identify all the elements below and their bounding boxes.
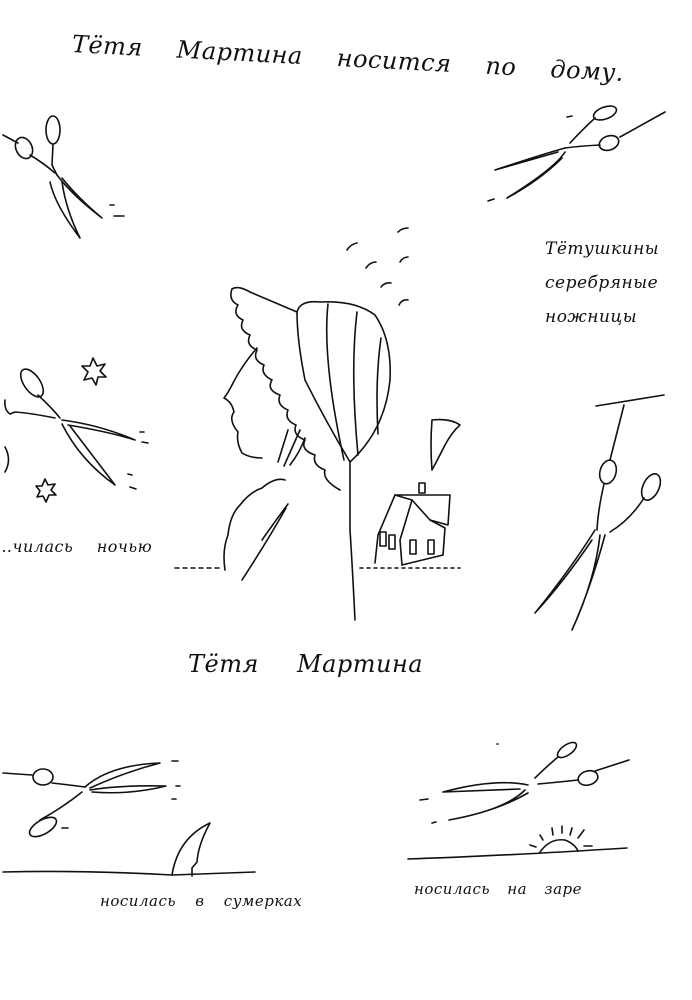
house-smoke-icon [359,418,461,569]
scissors-top-right-icon [487,105,666,202]
scissors-night-icon [4,357,149,503]
caption-silver-scissors: Тётушкины серебряные ножницы [545,232,685,334]
caption-dawn: носилась на заре [414,880,582,898]
caption-night: …чилась ночью [0,537,153,556]
page-title-middle: Тётя Мартина [188,650,424,678]
scissors-dawn-icon [407,741,630,860]
caption-dusk: носилась в сумерках [100,892,303,910]
caption-line-3: ножницы [545,307,638,327]
scissors-top-left-icon [2,115,125,239]
caption-line-2: серебряные [545,273,659,293]
woman-bonnet-icon [223,286,392,621]
caption-line-1: Тётушкины [545,239,660,259]
scissors-hanging-icon [534,394,665,631]
birds-icon [346,227,409,306]
scissors-dusk-icon [2,760,256,877]
